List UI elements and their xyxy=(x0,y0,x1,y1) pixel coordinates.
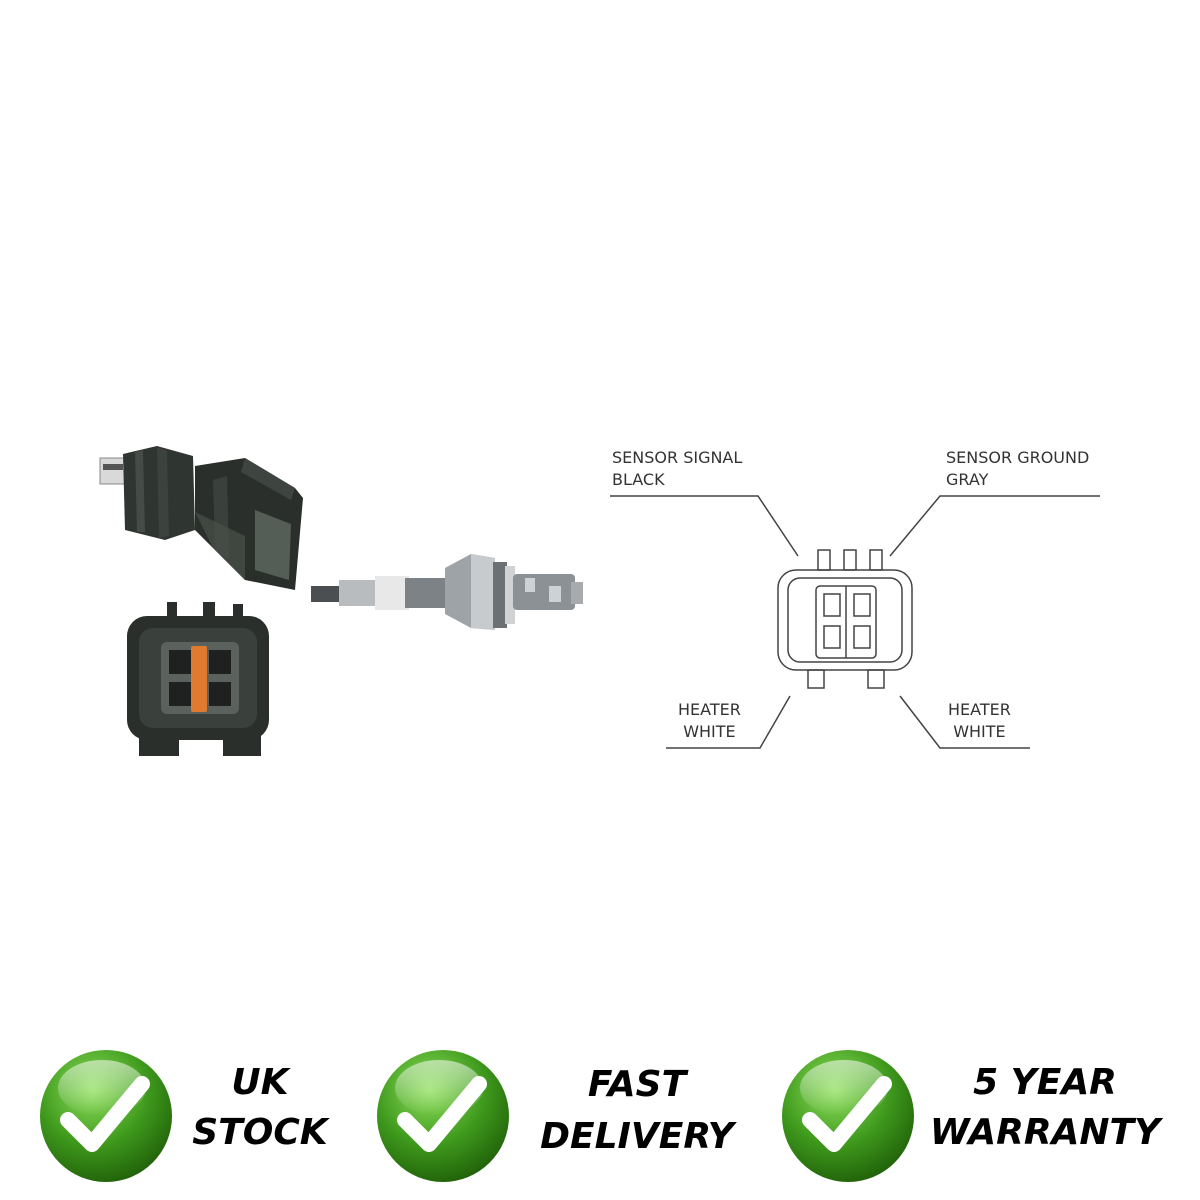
badge-5-year-warranty-line2: WARRANTY xyxy=(929,1112,1161,1153)
sensor-signal-title: SENSOR SIGNAL xyxy=(612,448,743,467)
badge-5-year-warranty-line1: 5 YEAR xyxy=(973,1062,1117,1103)
sensor-ground-label: SENSOR GROUND GRAY xyxy=(946,447,1089,491)
heater-left-title: HEATER xyxy=(678,700,741,719)
badge-uk-stock-line1: UK xyxy=(231,1062,289,1103)
sensor-ground-color: GRAY xyxy=(946,470,989,489)
heater-left-label: HEATER WHITE xyxy=(678,699,741,743)
sensor-signal-label: SENSOR SIGNAL BLACK xyxy=(612,447,742,491)
connector-pinout-diagram xyxy=(610,495,1100,749)
checkmark-icon xyxy=(40,1050,172,1182)
badge-fast-delivery-line1: FAST xyxy=(587,1064,687,1105)
badge-fast-delivery-line2: DELIVERY xyxy=(540,1116,734,1157)
heater-right-title: HEATER xyxy=(948,700,1011,719)
badge-uk-stock-line2: STOCK xyxy=(192,1112,328,1153)
connector-face-photo xyxy=(127,602,269,756)
oxygen-sensor-photo xyxy=(311,554,583,630)
connector-side-photo xyxy=(99,446,303,590)
sensor-ground-title: SENSOR GROUND xyxy=(946,448,1090,467)
checkmark-icon xyxy=(377,1050,509,1182)
sensor-signal-color: BLACK xyxy=(612,470,665,489)
heater-right-color: WHITE xyxy=(953,722,1006,741)
checkmark-icon xyxy=(782,1050,914,1182)
heater-left-color: WHITE xyxy=(683,722,736,741)
heater-right-label: HEATER WHITE xyxy=(948,699,1011,743)
